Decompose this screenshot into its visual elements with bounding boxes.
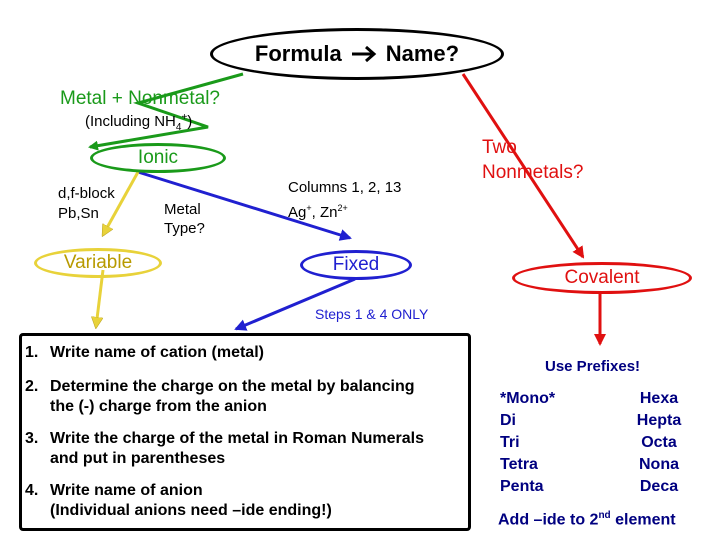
prefix-item: Octa [641,434,677,451]
arrow-right-icon [351,45,376,63]
prefix-item: Tetra [500,456,538,473]
columns-label: Columns 1, 2, 13 Ag+, Zn2+ [288,179,402,221]
metal-nonmetal-label: Metal + Nonmetal? [60,88,220,109]
title-oval: Formula Name? [210,28,504,80]
steps-note: Steps 1 & 4 ONLY [315,306,429,322]
prefix-list-right: Hexa Hepta Octa Nona Deca [633,388,685,498]
arrow-to-covalent [461,73,585,259]
steps-box [19,333,471,531]
step-item: 1. Write name of cation (metal) [25,344,264,361]
covalent-node: Covalent [512,262,692,294]
step-item: 2. Determine the charge on the metal by … [25,378,415,415]
arrow-to-fixed [137,170,352,241]
prefix-item: Hexa [639,390,679,407]
add-ide-label: Add –ide to 2nd element [498,510,676,529]
prefix-list-left: *Mono* Di Tri Tetra Penta [500,388,555,498]
prefix-item: *Mono* [500,390,556,407]
prefix-item: Penta [500,478,544,495]
arrow-to-variable [101,171,140,235]
two-nonmetals-label: Two Nonmetals? [482,137,584,183]
arrow-variable-to-steps [96,269,105,327]
prefix-item: Tri [500,434,520,451]
step-item: 4. Write name of anion (Individual anion… [25,482,332,519]
step-item: 3. Write the charge of the metal in Roma… [25,430,425,467]
arrow-to-ionic [88,72,244,151]
title-name: Name? [385,41,460,66]
prefix-item: Di [500,412,516,429]
steps-list: 1. Write name of cation (metal) 2. Deter… [25,343,424,533]
ionic-node: Ionic [90,143,226,173]
use-prefixes-label: Use Prefixes! [545,358,641,375]
title-formula: Formula [254,41,342,66]
arrow-fixed-to-steps [234,277,356,331]
prefix-item: Deca [639,478,679,495]
fixed-node: Fixed [300,250,412,280]
prefix-item: Nona [639,456,679,473]
including-nh4-label: (Including NH4+) [85,112,193,133]
prefix-item: Hepta [636,412,682,429]
dfblock-label: d,f-block Pb,Sn [58,185,115,222]
metal-type-label: Metal Type? [164,201,205,237]
variable-node: Variable [34,248,162,278]
